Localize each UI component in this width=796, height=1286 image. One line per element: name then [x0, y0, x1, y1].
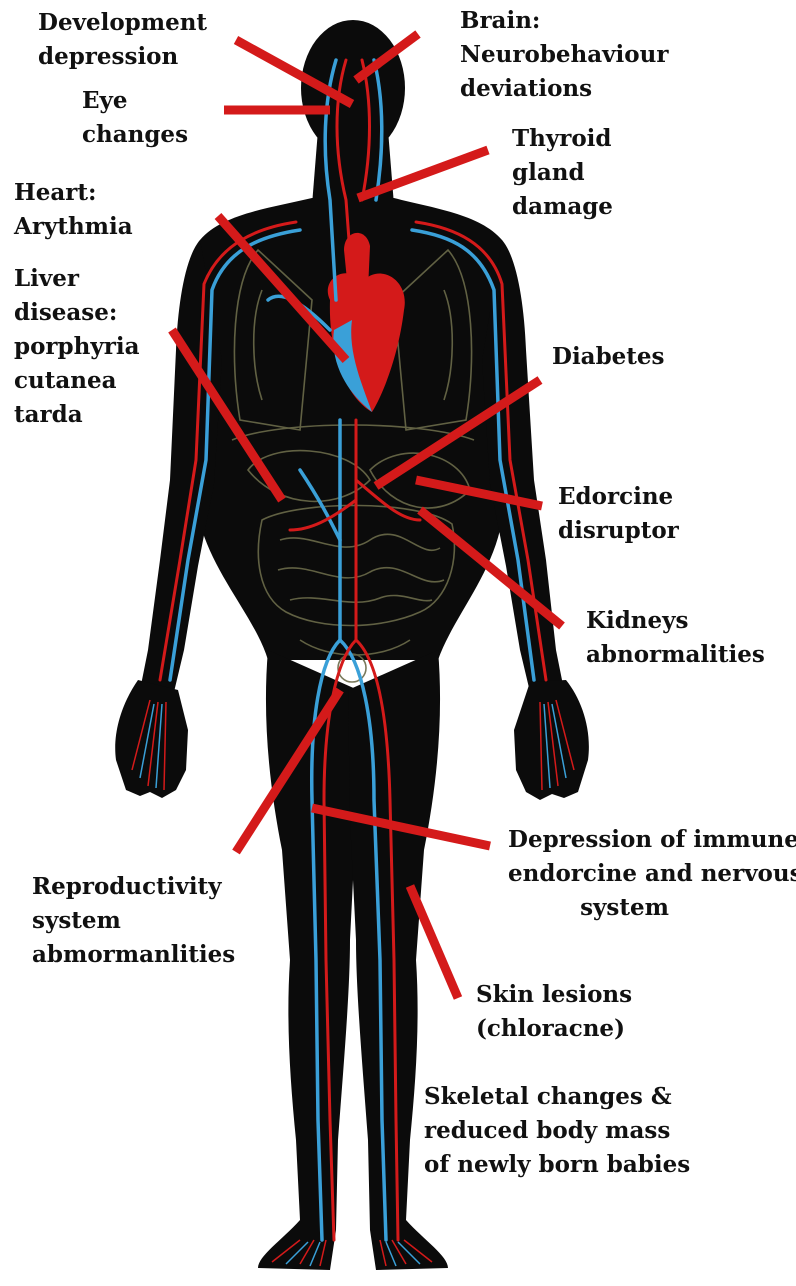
label-kidneys: Kidneys abnormalities [586, 604, 765, 672]
label-development-depression: Development depression [38, 6, 207, 74]
label-skeletal-changes: Skeletal changes & reduced body mass of … [424, 1080, 690, 1182]
label-brain: Brain: Neurobehaviour deviations [460, 4, 668, 106]
label-liver: Liver disease: porphyria cutanea tarda [14, 262, 139, 432]
label-skin-lesions: Skin lesions (chloracne) [476, 978, 632, 1046]
label-reproductive: Reproductivity system abmormanlities [32, 870, 235, 972]
label-diabetes: Diabetes [552, 340, 665, 374]
label-endocrine-disruptor: Edorcine disruptor [558, 480, 679, 548]
label-heart: Heart: Arythmia [14, 176, 133, 244]
label-immune-depression: Depression of immune, endorcine and nerv… [508, 823, 796, 925]
label-thyroid: Thyroid gland damage [512, 122, 613, 224]
label-eye-changes: Eye changes [82, 84, 188, 152]
